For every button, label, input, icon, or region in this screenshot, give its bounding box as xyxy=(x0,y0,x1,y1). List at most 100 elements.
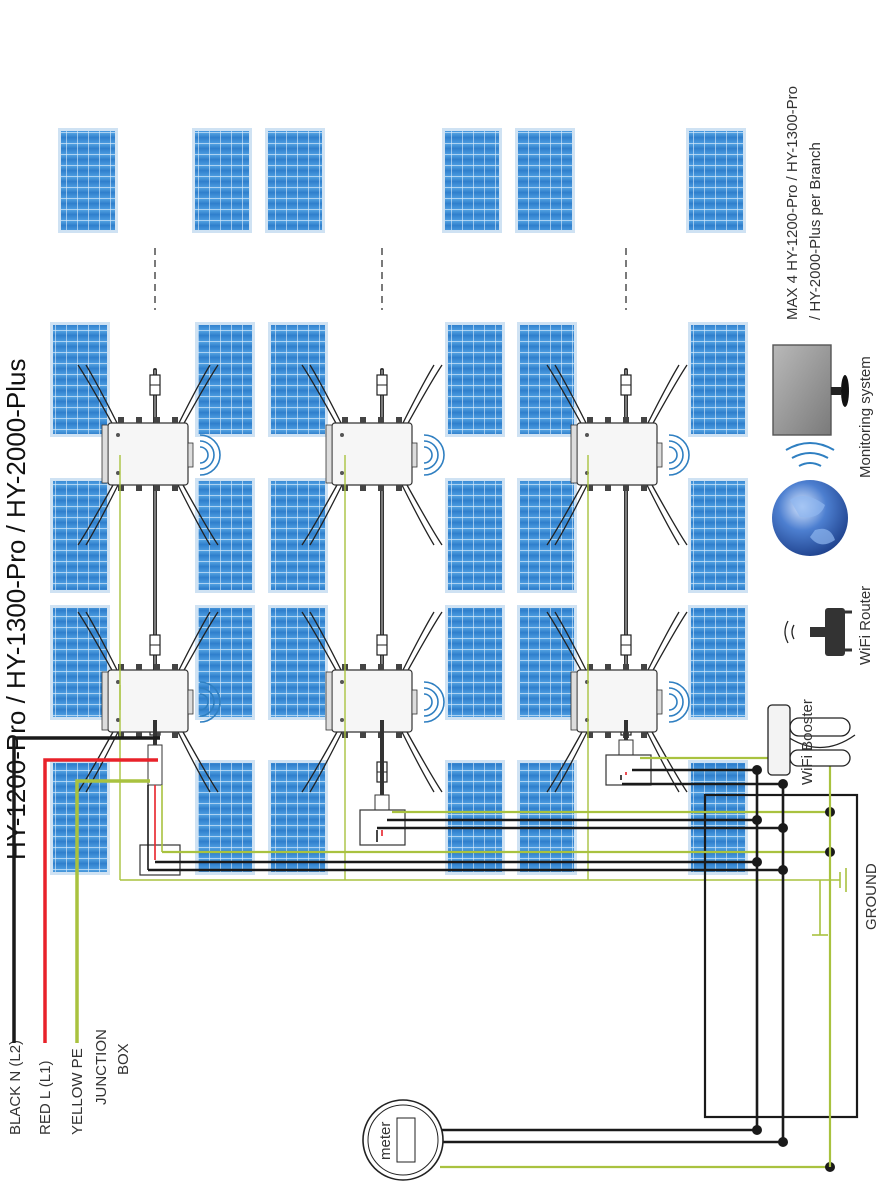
dc-cable xyxy=(406,611,443,673)
dc-cable xyxy=(554,364,588,426)
dc-cable xyxy=(309,364,343,426)
dc-cable xyxy=(646,731,680,793)
junction-label-1: JUNCTION xyxy=(93,1029,110,1105)
solar-panel xyxy=(50,322,110,437)
dc-cable xyxy=(77,731,114,793)
solar-panel xyxy=(686,128,746,233)
dc-cable xyxy=(554,731,588,793)
dc-cable xyxy=(77,484,114,546)
solar-panel xyxy=(688,478,748,593)
dc-cable xyxy=(85,484,119,546)
dc-cable xyxy=(301,484,338,546)
solar-panel xyxy=(50,760,110,875)
micro-inverter xyxy=(325,417,445,491)
dc-cable xyxy=(77,364,114,426)
solar-panel xyxy=(517,605,577,720)
yellow-wire-label: YELLOW PE xyxy=(69,1048,86,1135)
dc-cable xyxy=(182,731,219,793)
solar-panel xyxy=(517,760,577,875)
dc-cable xyxy=(554,484,588,546)
meter-label: meter xyxy=(377,1122,394,1160)
dc-cable xyxy=(182,484,219,546)
wifi-signal-icon xyxy=(785,442,835,467)
dc-cable xyxy=(177,364,211,426)
dc-cable xyxy=(301,364,338,426)
branch-note-line1: MAX 4 HY-1200-Pro / HY-1300-Pro xyxy=(784,86,801,320)
dc-cable xyxy=(651,364,688,426)
dc-cable xyxy=(651,484,688,546)
junction-label-2: BOX xyxy=(115,1043,132,1075)
dc-cable-loops xyxy=(77,364,688,793)
solar-panel xyxy=(195,478,255,593)
wifi-router-label: WiFi Router xyxy=(857,586,874,665)
dc-cable xyxy=(301,731,338,793)
dc-cable xyxy=(309,484,343,546)
solar-panel xyxy=(515,128,575,233)
micro-inverter xyxy=(570,417,690,491)
solar-panel xyxy=(517,322,577,437)
solar-panel xyxy=(268,478,328,593)
input-wires xyxy=(12,736,160,1043)
micro-inverter xyxy=(570,664,690,738)
ground-symbol xyxy=(812,868,847,936)
wifi-signal-icon xyxy=(423,434,445,476)
monitoring-system-label: Monitoring system xyxy=(857,356,874,478)
micro-inverter xyxy=(101,664,221,738)
solar-panel xyxy=(50,605,110,720)
red-wire-label: RED L (L1) xyxy=(37,1061,54,1135)
solar-panel xyxy=(688,760,748,875)
solar-panel xyxy=(688,605,748,720)
monitoring-display xyxy=(772,344,849,436)
dc-cable xyxy=(401,364,435,426)
dc-cable xyxy=(546,611,583,673)
ground-label: GROUND xyxy=(863,863,880,930)
dc-cable xyxy=(309,731,343,793)
solar-panel xyxy=(688,322,748,437)
solar-panel xyxy=(517,478,577,593)
dc-cable xyxy=(309,611,343,673)
wifi-signal-icon xyxy=(199,434,221,476)
solar-panel xyxy=(445,760,505,875)
distribution-panel xyxy=(703,793,859,1119)
globe-icon xyxy=(772,480,848,556)
wifi-booster xyxy=(767,704,856,776)
diagram-title: HY-1200-Pro / HY-1300-Pro / HY-2000-Plus xyxy=(1,358,31,860)
dc-cable xyxy=(646,611,680,673)
wifi-signal-icon xyxy=(199,681,221,723)
solar-panel xyxy=(195,322,255,437)
dc-cable xyxy=(301,611,338,673)
wifi-signal-icon xyxy=(668,681,690,723)
solar-panel-array xyxy=(50,128,748,875)
ground-wiring xyxy=(119,455,820,881)
wifi-signal-icon xyxy=(668,434,690,476)
micro-inverter xyxy=(101,417,221,491)
continuation-dashes xyxy=(154,248,627,310)
dc-cable xyxy=(177,611,211,673)
wifi-signal-icon xyxy=(423,681,445,723)
dc-cable xyxy=(651,611,688,673)
dc-cable xyxy=(401,731,435,793)
dc-cable xyxy=(546,484,583,546)
dc-cable xyxy=(182,611,219,673)
black-wire-label: BLACK N (L2) xyxy=(7,1040,24,1135)
solar-panel xyxy=(195,760,255,875)
dc-cable xyxy=(406,484,443,546)
solar-panel xyxy=(445,322,505,437)
dc-cable xyxy=(177,731,211,793)
micro-inverters xyxy=(101,417,690,738)
dc-cable xyxy=(85,364,119,426)
micro-inverter xyxy=(325,664,445,738)
wifi-booster-label: WiFi Booster xyxy=(799,699,816,785)
dc-cable xyxy=(406,731,443,793)
meter: meter xyxy=(362,1099,444,1181)
dc-cable xyxy=(85,611,119,673)
dc-cable xyxy=(177,484,211,546)
solar-panel xyxy=(58,128,118,233)
solar-panel xyxy=(192,128,252,233)
dc-cable xyxy=(546,731,583,793)
solar-panel xyxy=(265,128,325,233)
dc-cable xyxy=(406,364,443,426)
dc-cable xyxy=(401,611,435,673)
dc-cable xyxy=(546,364,583,426)
dc-cable xyxy=(77,611,114,673)
